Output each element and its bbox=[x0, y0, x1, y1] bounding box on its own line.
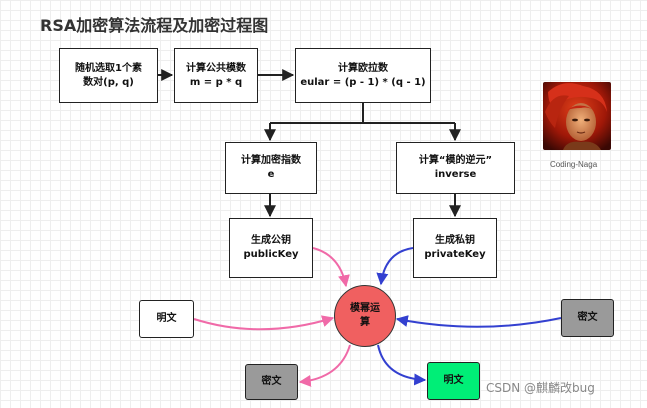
select-primes-box: 随机选取1个素 数对(p, q) bbox=[59, 48, 158, 103]
compute-inverse-box: 计算“模的逆元” inverse bbox=[396, 142, 515, 194]
compute-modulus-line2: m = p * q bbox=[189, 76, 243, 88]
compute-euler-line1: 计算欧拉数 bbox=[338, 62, 388, 74]
modpow-circle: 模幂运 算 bbox=[334, 285, 396, 347]
ciphertext-output-label: 密文 bbox=[261, 376, 282, 387]
plaintext-input-box: 明文 bbox=[139, 300, 194, 338]
compute-modulus-line1: 计算公共模数 bbox=[186, 62, 246, 74]
compute-inverse-line2: inverse bbox=[434, 169, 477, 180]
arrow-public-to-modpow bbox=[312, 247, 350, 288]
gen-private-key-box: 生成私钥 privateKey bbox=[413, 218, 497, 278]
plaintext-output-label: 明文 bbox=[443, 375, 464, 386]
select-primes-line2: 数对(p, q) bbox=[83, 76, 134, 88]
arrow-ciphertext-to-modpow bbox=[395, 315, 562, 328]
gen-private-key-line2: privateKey bbox=[424, 249, 486, 260]
modpow-line1: 模幂运 bbox=[350, 303, 380, 314]
avatar-image bbox=[543, 82, 611, 150]
compute-exponent-line1: 计算加密指数 bbox=[241, 155, 301, 166]
arrow-private-to-modpow bbox=[376, 247, 414, 286]
gen-public-key-box: 生成公钥 publicKey bbox=[229, 218, 313, 278]
modpow-line2: 算 bbox=[360, 317, 370, 328]
plaintext-input-label: 明文 bbox=[156, 313, 177, 324]
gen-private-key-line1: 生成私钥 bbox=[435, 235, 475, 246]
arrow-modpow-to-plaintext bbox=[377, 344, 427, 386]
ciphertext-output-box: 密文 bbox=[245, 364, 298, 400]
diagram-title: RSA加密算法流程及加密过程图 bbox=[40, 16, 269, 35]
compute-exponent-line2: e bbox=[267, 169, 275, 180]
ciphertext-input-box: 密文 bbox=[561, 299, 614, 337]
gen-public-key-line2: publicKey bbox=[243, 249, 299, 260]
arrow-modpow-to-ciphertext bbox=[298, 344, 351, 387]
avatar-caption: Coding-Naga bbox=[550, 160, 598, 169]
select-primes-line1: 随机选取1个素 bbox=[75, 62, 142, 74]
arrow-plaintext-to-modpow bbox=[193, 315, 335, 331]
compute-euler-box: 计算欧拉数 eular = (p - 1) * (q - 1) bbox=[295, 48, 431, 103]
compute-modulus-box: 计算公共模数 m = p * q bbox=[174, 48, 258, 103]
gen-public-key-line1: 生成公钥 bbox=[251, 235, 291, 246]
ciphertext-input-label: 密文 bbox=[577, 312, 598, 323]
watermark: CSDN @麒麟改bug bbox=[486, 381, 595, 395]
compute-exponent-box: 计算加密指数 e bbox=[225, 142, 317, 194]
compute-euler-line2: eular = (p - 1) * (q - 1) bbox=[300, 76, 426, 88]
compute-inverse-line1: 计算“模的逆元” bbox=[418, 155, 493, 166]
plaintext-output-box: 明文 bbox=[427, 362, 480, 400]
avatar bbox=[543, 82, 611, 150]
